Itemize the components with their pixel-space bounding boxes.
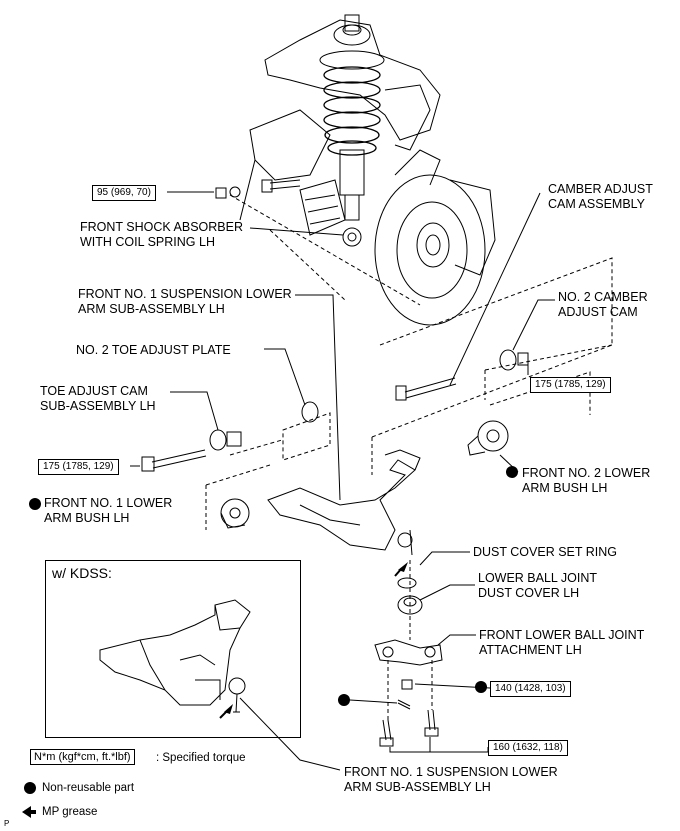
filled-circle-icon — [338, 694, 350, 706]
grease-arrow-icon — [22, 806, 31, 818]
torque-95: 95 (969, 70) — [92, 185, 156, 201]
corner-mark: P — [4, 819, 10, 828]
label-no2-toe-plate: NO. 2 TOE ADJUST PLATE — [76, 343, 231, 357]
filled-circle-icon — [29, 498, 41, 510]
filled-circle-icon — [506, 466, 518, 478]
legend-torque-unit: N*m (kgf*cm, ft.*lbf) — [30, 749, 135, 765]
torque-175-camber: 175 (1785, 129) — [530, 377, 611, 393]
kdss-title: w/ KDSS: — [52, 565, 112, 581]
torque-160: 160 (1632, 118) — [488, 740, 568, 756]
torque-140: 140 (1428, 103) — [490, 681, 571, 697]
label-dust-ring: DUST COVER SET RING — [473, 545, 618, 559]
legend-non-reusable: Non-reusable part — [42, 782, 135, 794]
filled-circle-icon — [475, 681, 487, 693]
kdss-inset: w/ KDSS: — [45, 560, 301, 738]
legend-mp-grease: MP grease — [42, 806, 98, 818]
torque-175-toe: 175 (1785, 129) — [38, 459, 119, 475]
filled-circle-icon — [24, 782, 36, 794]
legend-torque-desc: : Specified torque — [156, 752, 246, 764]
